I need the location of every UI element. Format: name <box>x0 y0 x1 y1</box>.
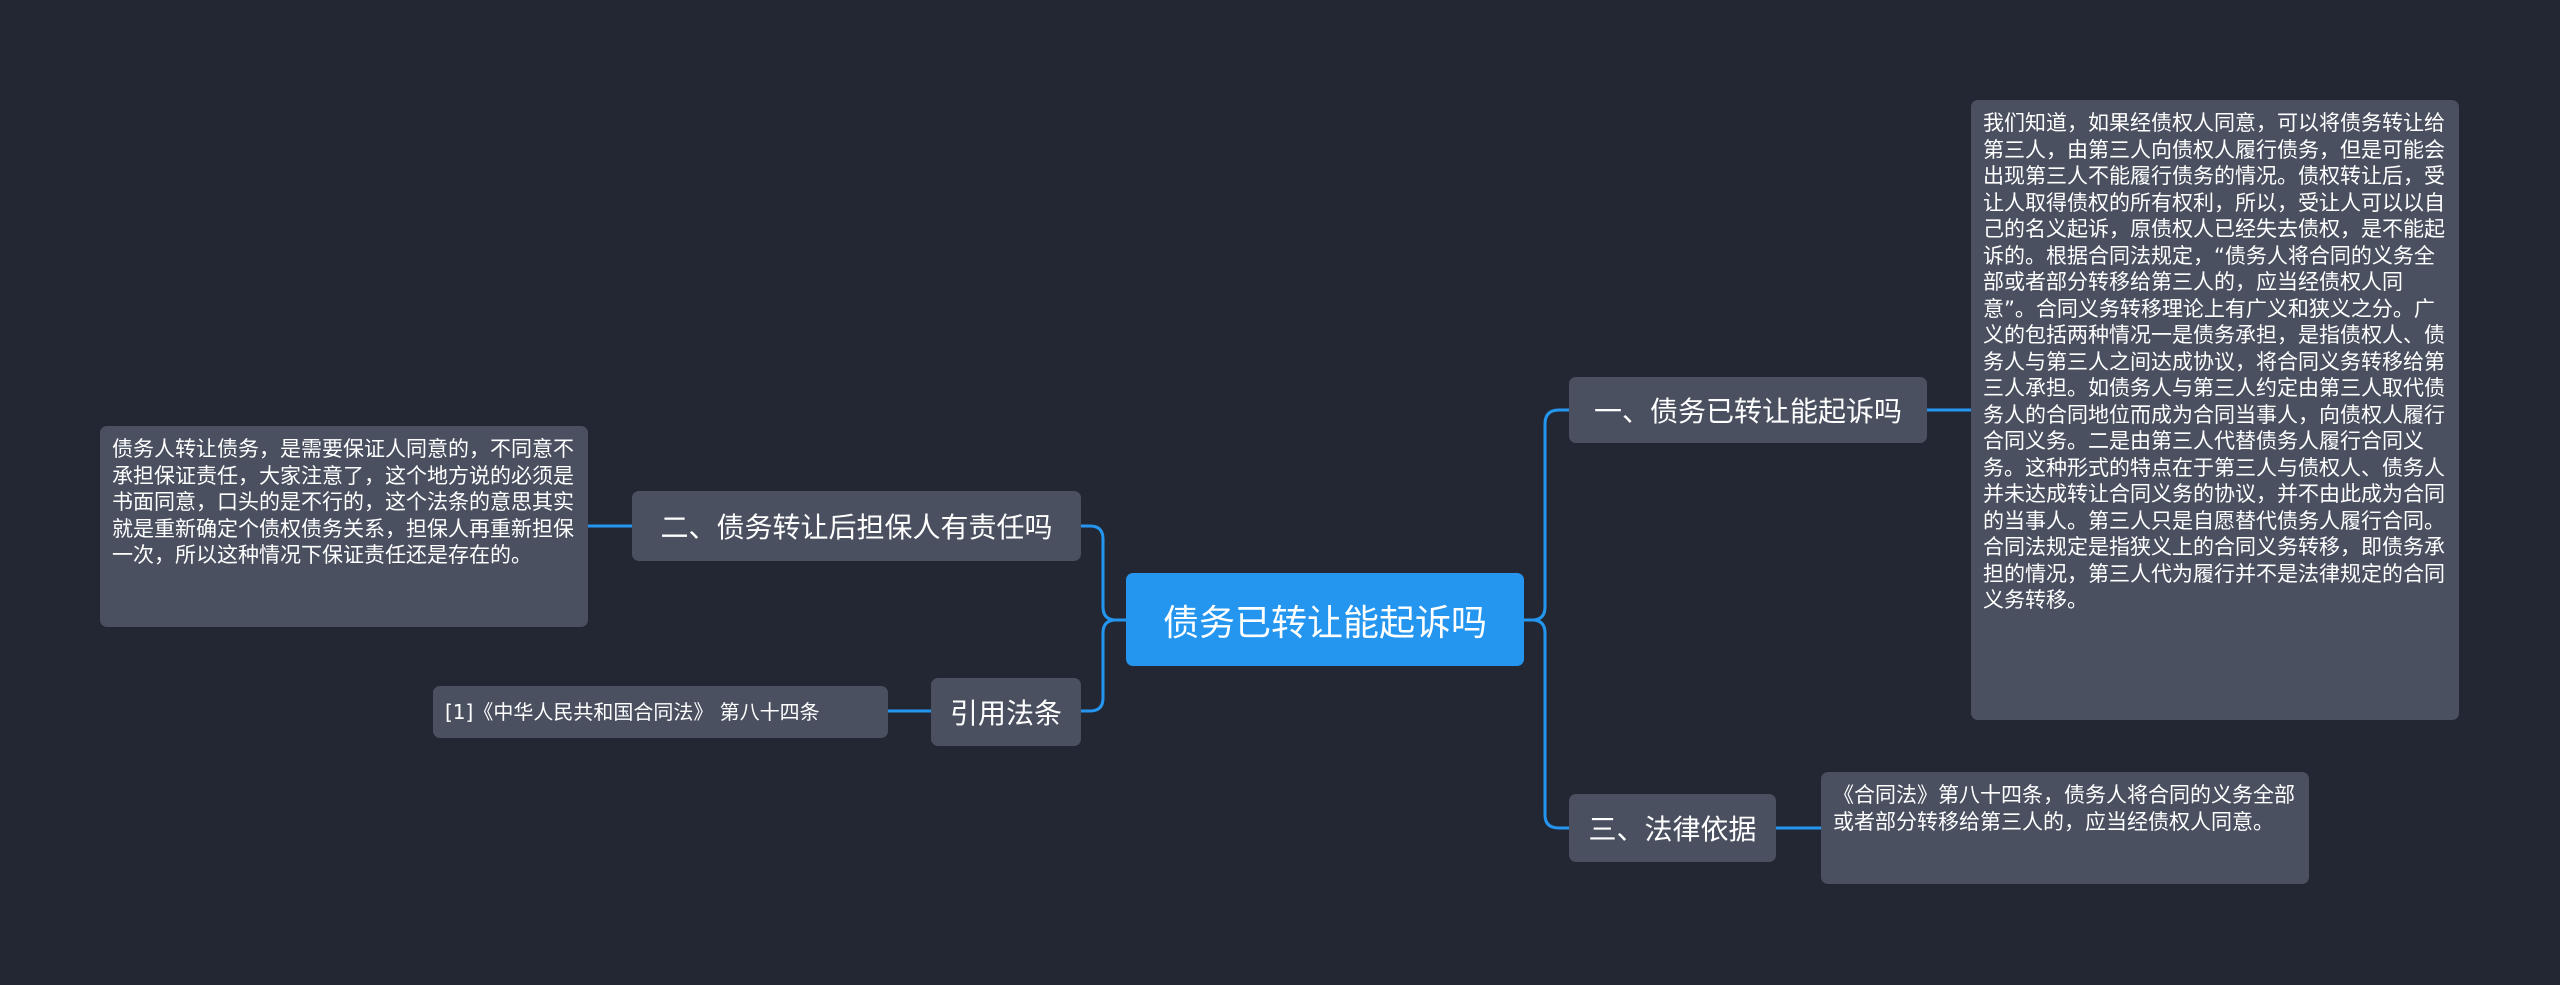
branch-topic-debt-transfer-sue[interactable]: 一、债务已转让能起诉吗 <box>1569 377 1927 443</box>
connector-root-b1 <box>1524 408 1569 622</box>
connector-root-b3 <box>1524 618 1569 830</box>
note-cited-law: [1]《中华人民共和国合同法》 第八十四条 <box>433 686 888 738</box>
branch-topic-legal-basis[interactable]: 三、法律依据 <box>1569 794 1776 862</box>
connector-root-b2 <box>1081 524 1126 622</box>
note-guarantor-liability: 债务人转让债务，是需要保证人同意的，不同意不承担保证责任，大家注意了，这个地方说… <box>100 426 588 627</box>
note-legal-basis: 《合同法》第八十四条，债务人将合同的义务全部或者部分转移给第三人的，应当经债权人… <box>1821 772 2309 884</box>
branch-topic-guarantor-liability[interactable]: 二、债务转让后担保人有责任吗 <box>632 491 1081 561</box>
root-topic[interactable]: 债务已转让能起诉吗 <box>1126 573 1524 666</box>
connector-root-b4 <box>1081 618 1126 713</box>
branch-topic-cited-law[interactable]: 引用法条 <box>931 678 1081 746</box>
note-debt-transfer-sue: 我们知道，如果经债权人同意，可以将债务转让给第三人，由第三人向债权人履行债务，但… <box>1971 100 2459 720</box>
